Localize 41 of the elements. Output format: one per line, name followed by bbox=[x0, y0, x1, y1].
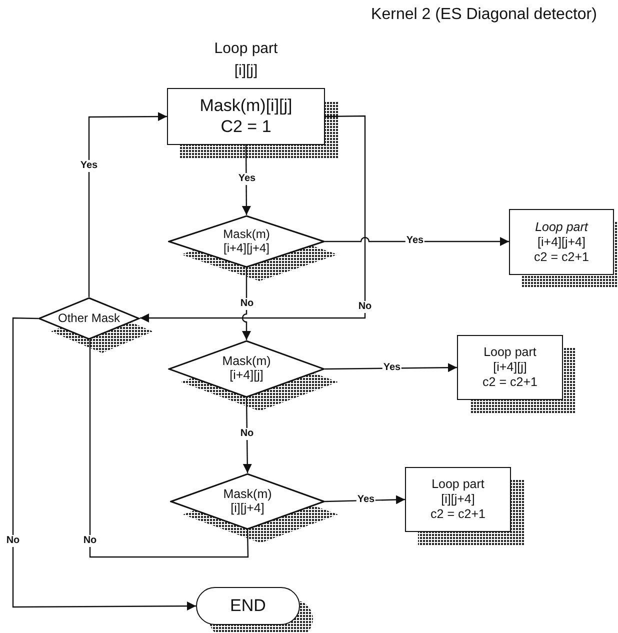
diagram-title: Kernel 2 (ES Diagonal detector) bbox=[370, 5, 598, 25]
edge-label: No bbox=[239, 298, 255, 310]
edge-label: No bbox=[239, 428, 255, 440]
edge-label: Yes bbox=[79, 160, 99, 172]
node-text: c2 = c2+1 bbox=[534, 250, 589, 264]
terminator-box bbox=[196, 587, 300, 625]
node-text: [i][j+4] bbox=[230, 502, 264, 516]
connector-arrow bbox=[325, 363, 457, 372]
node-text: Mask(m) bbox=[223, 488, 272, 502]
node-text: END bbox=[230, 596, 266, 616]
edge-label: Yes bbox=[237, 173, 257, 185]
node-text: Loop part bbox=[484, 345, 536, 360]
node-text: [i+4][j+4] bbox=[538, 234, 586, 250]
node-text: Loop part bbox=[432, 477, 484, 492]
node-text: [i][j+4] bbox=[441, 492, 475, 507]
node-text: Other Mask bbox=[58, 312, 120, 326]
process-box bbox=[457, 335, 563, 400]
node-text: c2 = c2+1 bbox=[482, 375, 538, 390]
node-text: c2 = c2+1 bbox=[430, 507, 486, 522]
node-text: C2 = 1 bbox=[220, 116, 272, 137]
node-text: [i+4][j] bbox=[230, 369, 264, 383]
connector-arrow bbox=[88, 112, 167, 297]
connector-arrow bbox=[325, 236, 509, 246]
node-text: Mask(m)[i][j] bbox=[200, 96, 292, 116]
edge-label: No bbox=[82, 535, 98, 547]
connector-arrow bbox=[242, 145, 251, 215]
node-text: [i+4][j+4] bbox=[223, 242, 270, 255]
node-text: Mask(m) bbox=[223, 228, 270, 242]
connector-arrow bbox=[140, 115, 366, 322]
process-box bbox=[405, 467, 511, 532]
edge-label: No bbox=[357, 301, 373, 313]
connector-arrow bbox=[12, 317, 196, 611]
connector-arrow bbox=[324, 495, 406, 504]
connector-arrow bbox=[242, 268, 251, 340]
connector-arrow bbox=[242, 398, 252, 473]
process-box bbox=[509, 209, 614, 275]
node-text: [i+4][j] bbox=[493, 360, 527, 375]
node-text: Loop part bbox=[535, 220, 588, 234]
edge-label: No bbox=[5, 535, 21, 547]
node-text: Mask(m) bbox=[222, 355, 271, 369]
node-heading: Loop part [i][j] bbox=[213, 39, 279, 81]
